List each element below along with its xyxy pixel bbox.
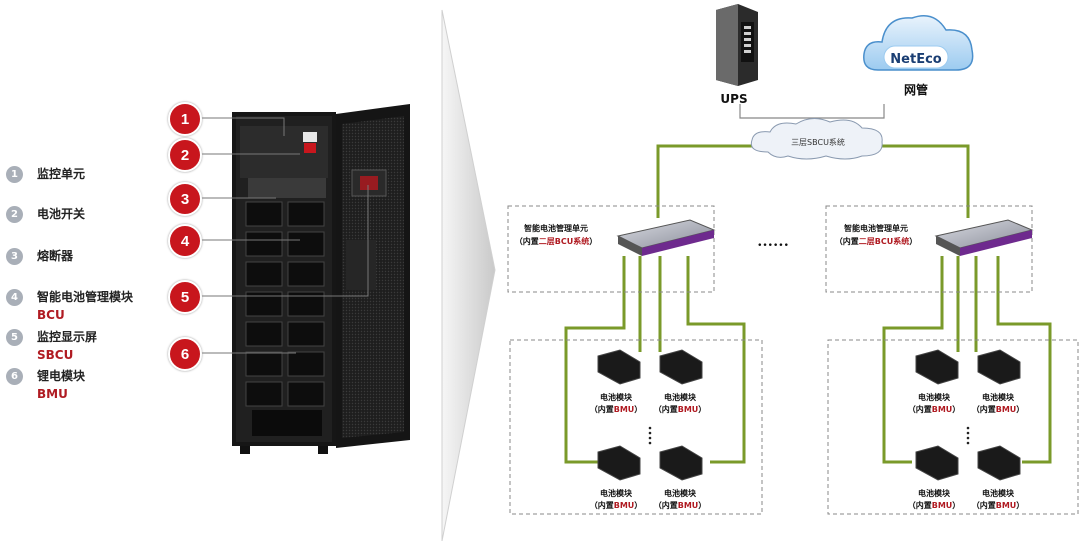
battery-module-icon xyxy=(597,445,641,481)
callout-5: 5 xyxy=(168,280,202,314)
connection-lines xyxy=(564,144,1052,464)
group-boxes xyxy=(507,205,1079,515)
battery-sublabel: （内置BMU） xyxy=(908,404,961,414)
battery-module-icon xyxy=(915,349,959,385)
legend-item-bcu: 4 智能电池管理模块 BCU xyxy=(6,289,133,324)
bcu-unit-left xyxy=(616,219,716,256)
battery-module-icon xyxy=(977,349,1021,385)
battery-label: 电池模块 xyxy=(600,392,633,402)
legend-number: 6 xyxy=(6,368,23,385)
legend-sub: BMU xyxy=(37,387,68,401)
legend-sub: BCU xyxy=(37,308,65,322)
battery-sublabel: （内置BMU） xyxy=(590,404,643,414)
bcu-unit-right xyxy=(934,219,1034,256)
ups-label: UPS xyxy=(720,92,747,106)
ellipsis: •••••• xyxy=(757,241,789,251)
callout-2: 2 xyxy=(168,138,202,172)
bcu-label-left: 智能电池管理单元 xyxy=(524,223,588,233)
legend-label: 监控显示屏 xyxy=(37,330,98,344)
battery-label: 电池模块 xyxy=(600,488,633,498)
legend-label: 电池开关 xyxy=(37,207,86,221)
bcu-sublabel-left: （内置二层BCU系统） xyxy=(515,236,597,246)
battery-label: 电池模块 xyxy=(664,392,697,402)
vertical-ellipsis xyxy=(648,426,970,445)
battery-label: 电池模块 xyxy=(982,392,1015,402)
battery-module-icon xyxy=(597,349,641,385)
battery-label: 电池模块 xyxy=(918,488,951,498)
legend-number: 3 xyxy=(6,248,23,265)
battery-sublabel: （内置BMU） xyxy=(972,500,1025,510)
battery-label: 电池模块 xyxy=(982,488,1015,498)
legend-item-monitoring-unit: 1 监控单元 xyxy=(6,166,85,183)
neteco-cloud-icon xyxy=(863,15,974,71)
legend-label: 监控单元 xyxy=(37,167,86,181)
callout-1: 1 xyxy=(168,102,202,136)
battery-sublabel: （内置BMU） xyxy=(654,500,707,510)
battery-label: 电池模块 xyxy=(664,488,697,498)
transition-arrow xyxy=(441,9,496,541)
legend-label: 锂电模块 xyxy=(37,369,86,383)
battery-module-icon xyxy=(659,349,703,385)
callout-6: 6 xyxy=(168,337,202,371)
legend-number: 1 xyxy=(6,166,23,183)
sbcu-system-label: 三层SBCU系统 xyxy=(791,137,845,147)
legend-sub: SBCU xyxy=(37,348,74,362)
legend-item-fuse: 3 熔断器 xyxy=(6,248,73,265)
bcu-sublabel-right: （内置二层BCU系统） xyxy=(835,236,917,246)
battery-modules xyxy=(597,349,1021,481)
legend-item-battery-switch: 2 电池开关 xyxy=(6,206,85,223)
legend-item-sbcu: 5 监控显示屏 SBCU xyxy=(6,329,97,364)
battery-module-icon xyxy=(659,445,703,481)
legend-label: 智能电池管理模块 xyxy=(37,290,134,304)
legend-number: 5 xyxy=(6,329,23,346)
legend-number: 2 xyxy=(6,206,23,223)
bcu-label-right: 智能电池管理单元 xyxy=(844,223,908,233)
legend-label: 熔断器 xyxy=(37,249,74,263)
battery-label: 电池模块 xyxy=(918,392,951,402)
neteco-label: NetEco xyxy=(890,52,941,67)
battery-sublabel: （内置BMU） xyxy=(654,404,707,414)
legend-number: 4 xyxy=(6,289,23,306)
callout-3: 3 xyxy=(168,182,202,216)
callout-4: 4 xyxy=(168,224,202,258)
legend-item-bmu: 6 锂电模块 BMU xyxy=(6,368,85,403)
sbcu-cloud-icon xyxy=(750,118,883,160)
ups-tower-icon xyxy=(716,4,758,86)
battery-module-icon xyxy=(915,445,959,481)
ups-cabinet xyxy=(232,104,410,454)
battery-sublabel: （内置BMU） xyxy=(590,500,643,510)
network-mgmt-label: 网管 xyxy=(904,82,928,97)
leader-lines xyxy=(198,117,369,354)
battery-labels: 电池模块 （内置BMU） 电池模块 （内置BMU） 电池模块 （内置BMU） 电… xyxy=(590,392,1025,510)
battery-sublabel: （内置BMU） xyxy=(908,500,961,510)
battery-sublabel: （内置BMU） xyxy=(972,404,1025,414)
battery-module-icon xyxy=(977,445,1021,481)
